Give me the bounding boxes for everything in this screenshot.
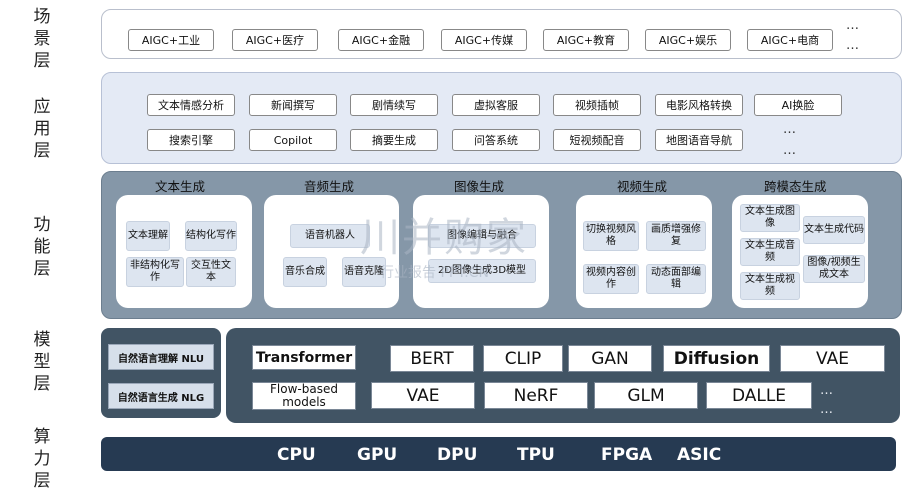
app-item: 短视频配音 [553, 129, 641, 151]
layer-label-char: 场 [33, 7, 51, 27]
model-tag: CLIP [483, 345, 563, 372]
watermark-subtext: 行业报告 PPT.CN [380, 265, 489, 281]
func-text-item: 交互性文本 [186, 257, 236, 287]
layer-label-char: 层 [33, 374, 51, 394]
compute-layer-panel [101, 437, 896, 471]
layer-label-compute: 算力层 [28, 426, 56, 488]
layer-label-char: 应 [33, 97, 51, 117]
func-text-item: 文本理解 [126, 221, 170, 251]
watermark-logo: 川并购家 [360, 215, 528, 261]
func-cross-item: 文本生成代码 [803, 216, 865, 244]
layer-label-char: 模 [33, 330, 51, 350]
func-card-text [116, 195, 252, 308]
scene-item: AIGC+医疗 [232, 29, 318, 51]
app-item: AI换脸 [754, 94, 842, 116]
scene-item: AIGC+娱乐 [645, 29, 731, 51]
func-cross-item: 文本生成音频 [740, 238, 800, 266]
model-tag: Transformer [252, 345, 356, 370]
layer-label-scene: 场景层 [28, 6, 56, 72]
layer-label-char: 层 [33, 259, 51, 279]
compute-chip: ASIC [677, 445, 722, 465]
app-item: 问答系统 [452, 129, 540, 151]
model-ellipsis: … [820, 383, 834, 398]
layer-label-char: 景 [33, 29, 51, 49]
func-card-image [413, 195, 549, 308]
func-title-image: 图像生成 [454, 179, 505, 194]
model-tag: VAE [780, 345, 885, 372]
compute-chip: GPU [357, 445, 398, 465]
layer-label-char: 能 [33, 237, 51, 257]
app-ellipsis: … [783, 122, 797, 137]
app-item: 搜索引擎 [147, 129, 235, 151]
app-item: 新闻撰写 [249, 94, 337, 116]
layer-label-app: 应用层 [28, 96, 56, 162]
compute-chip: CPU [277, 445, 316, 465]
scene-item: AIGC+教育 [543, 29, 629, 51]
layer-label-func: 功能层 [28, 214, 56, 280]
func-title-text: 文本生成 [155, 179, 206, 194]
layer-label-char: 功 [33, 215, 51, 235]
func-cross-item: 文本生成图像 [740, 204, 800, 232]
model-tag: GAN [568, 345, 652, 372]
func-title-cross: 跨模态生成 [764, 179, 827, 194]
func-title-video: 视频生成 [617, 179, 668, 194]
func-audio-item: 音乐合成 [283, 257, 327, 287]
layer-label-char: 层 [33, 141, 51, 161]
scene-item: AIGC+金融 [338, 29, 424, 51]
app-ellipsis: … [783, 143, 797, 158]
func-cross-item: 图像/视频生成文本 [803, 255, 865, 283]
layer-label-char: 算 [33, 427, 51, 447]
app-item: 地图语音导航 [655, 129, 743, 151]
scene-item: AIGC+传媒 [441, 29, 527, 51]
func-video-item: 视频内容创作 [583, 264, 639, 294]
app-item: 摘要生成 [350, 129, 438, 151]
model-tag: NeRF [484, 382, 588, 409]
func-text-item: 非结构化写作 [126, 257, 184, 287]
model-ellipsis: … [820, 402, 834, 417]
app-item: 文本情感分析 [147, 94, 235, 116]
func-video-item: 动态面部编辑 [646, 264, 706, 294]
func-video-item: 画质增强修复 [646, 221, 706, 251]
compute-chip: TPU [517, 445, 555, 465]
func-text-item: 结构化写作 [185, 221, 237, 251]
scene-ellipsis: … [846, 18, 860, 33]
func-cross-item: 文本生成视频 [740, 272, 800, 300]
app-item: Copilot [249, 129, 337, 151]
layer-label-char: 力 [33, 449, 51, 469]
layer-label-char: 层 [33, 471, 51, 488]
model-tag: BERT [390, 345, 474, 372]
app-item: 虚拟客服 [452, 94, 540, 116]
app-item: 剧情续写 [350, 94, 438, 116]
scene-item: AIGC+工业 [128, 29, 214, 51]
model-tag: DALLE [706, 382, 812, 409]
model-nlg-tag: 自然语言生成 NLG [108, 383, 214, 409]
model-tag: VAE [371, 382, 475, 409]
layer-label-char: 用 [33, 119, 51, 139]
func-image-item: 图像编辑与融合 [428, 224, 536, 248]
func-audio-item: 语音机器人 [290, 224, 370, 248]
func-image-item: 2D图像生成3D模型 [428, 259, 536, 283]
func-title-audio: 音频生成 [304, 179, 355, 194]
func-card-audio [264, 195, 399, 308]
func-video-item: 切换视频风格 [583, 221, 639, 251]
layer-label-model: 模型层 [28, 329, 56, 395]
func-audio-item: 语音克隆 [342, 257, 386, 287]
layer-label-char: 型 [33, 352, 51, 372]
app-item: 视频插帧 [553, 94, 641, 116]
model-nlu-tag: 自然语言理解 NLU [108, 344, 214, 370]
model-tag: GLM [594, 382, 698, 409]
model-tag: Diffusion [663, 345, 770, 372]
model-tag: Flow-based models [252, 382, 356, 410]
app-item: 电影风格转换 [655, 94, 743, 116]
scene-item: AIGC+电商 [747, 29, 833, 51]
layer-label-char: 层 [33, 51, 51, 71]
compute-chip: FPGA [601, 445, 653, 465]
compute-chip: DPU [437, 445, 478, 465]
scene-ellipsis: … [846, 38, 860, 53]
